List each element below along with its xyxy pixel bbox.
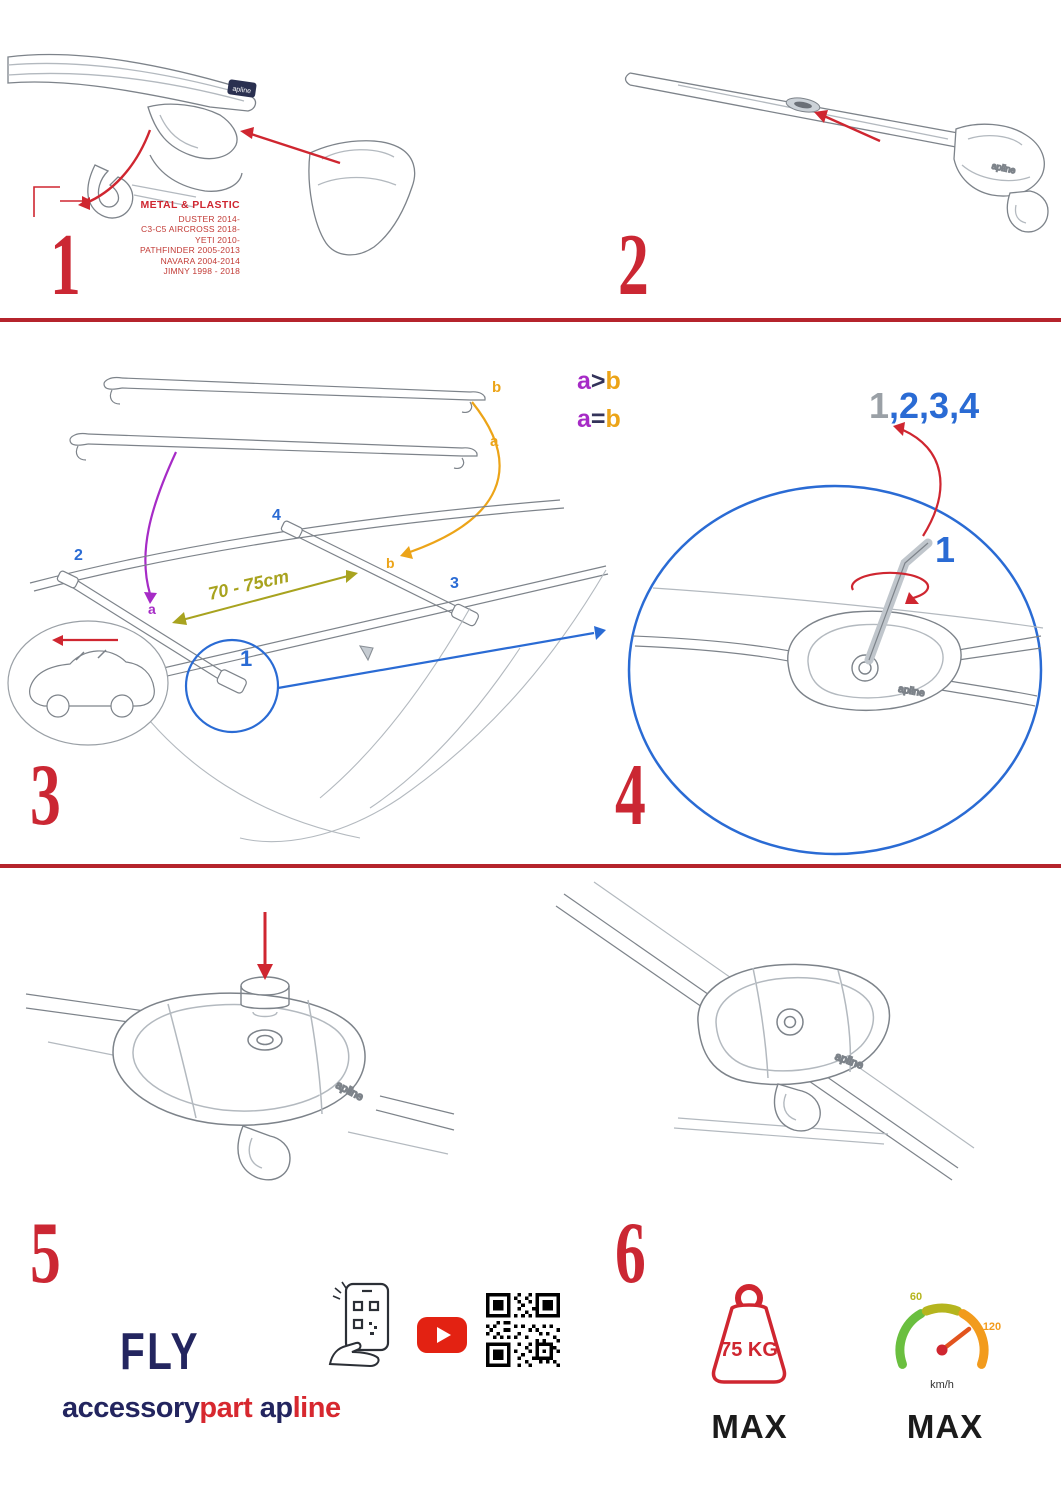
- foot-body: apline: [787, 610, 962, 711]
- crossbar-a: [69, 432, 478, 469]
- weight-value: 75 KG: [720, 1339, 778, 1361]
- brand-part: part: [199, 1392, 253, 1424]
- step5-knob-drawing: apline: [25, 912, 455, 1181]
- model-item: JIMNY 1998 - 2018: [163, 266, 240, 276]
- foot-body: [147, 103, 243, 192]
- mounted-rear-bar: [280, 520, 480, 627]
- sequence-first: 1: [869, 385, 889, 426]
- distance-label: 70 - 75cm: [206, 566, 290, 604]
- brand-logo: accessorypart apline: [62, 1392, 341, 1425]
- crossbar-b: [103, 376, 486, 413]
- model-item: NAVARA 2004-2014: [160, 255, 240, 266]
- mounted-front-bar: [56, 570, 247, 694]
- comparison-line-1: a>b: [577, 362, 621, 400]
- roof-a-label: a: [148, 601, 156, 617]
- speedometer-icon: 60 120 km/h: [895, 1291, 1001, 1391]
- bar-b-label: b: [492, 379, 501, 396]
- position-3-label: 3: [450, 575, 459, 592]
- step4-number: 4: [615, 747, 646, 844]
- compare2-a: a: [577, 405, 591, 433]
- compare1-op: >: [590, 367, 606, 395]
- vehicle-model-list: METAL & PLASTIC DUSTER 2014- C3-C5 AIRCR…: [50, 200, 240, 277]
- car-body-lines: [123, 569, 607, 843]
- compare1-a: a: [577, 367, 591, 395]
- zoom-circle: [627, 484, 1043, 856]
- roof-rail-lines: [632, 587, 1044, 707]
- plastic-cover-piece: [308, 140, 416, 256]
- model-item: C3-C5 AIRCROSS 2018-: [141, 224, 240, 234]
- end-claw: [1006, 190, 1049, 233]
- qr-code: [486, 1293, 560, 1367]
- roof-b-label: b: [386, 555, 395, 571]
- callout-1-label: 1: [935, 529, 955, 570]
- foot-logo-text: apline: [897, 684, 926, 700]
- press-arrow: [257, 912, 273, 980]
- foot-body: apline: [697, 963, 891, 1086]
- compare1-b: b: [605, 367, 621, 395]
- allen-key: [864, 538, 933, 665]
- hand-shape: [328, 1341, 380, 1368]
- sequence-rest: ,2,3,4: [889, 385, 979, 426]
- compare2-b: b: [605, 405, 621, 433]
- position-2-label: 2: [74, 547, 83, 564]
- step1-number: 1: [50, 217, 81, 314]
- position-4-label: 4: [272, 507, 281, 524]
- sequence-arrow: [893, 422, 942, 537]
- foot-body: apline: [112, 992, 366, 1126]
- step1-arrows: [33, 127, 341, 217]
- product-name: FLY: [120, 1323, 200, 1381]
- weight-max-label: MAX: [711, 1408, 788, 1445]
- speed-60-label: 60: [910, 1291, 922, 1303]
- speed-unit-label: km/h: [930, 1379, 954, 1391]
- section-divider-bottom: [0, 864, 1061, 868]
- section-divider-top: [0, 318, 1061, 322]
- guide-arrow-b: [400, 401, 501, 559]
- distance-arrow: 70 - 75cm: [172, 566, 358, 625]
- brand-accessory: accessory: [62, 1392, 200, 1424]
- claw-hook: [237, 1125, 291, 1181]
- scan-phone-icon: [328, 1281, 390, 1368]
- speed-max-label: MAX: [906, 1408, 984, 1445]
- rotation-arrow: [850, 571, 930, 604]
- end-foot: apline: [953, 123, 1045, 197]
- step1-foot-exploded-drawing: apline: [7, 53, 416, 256]
- step3-number: 3: [30, 747, 61, 844]
- knob: [240, 976, 290, 1018]
- brand-line: line: [292, 1392, 341, 1424]
- youtube-icon: [417, 1317, 467, 1353]
- comparison-line-2: a=b: [577, 400, 621, 438]
- guide-arrow-a: [144, 451, 177, 604]
- position-1-label: 1: [240, 646, 252, 671]
- bar-slot: [785, 97, 821, 113]
- step3-roof-layout-drawing: b a: [7, 376, 609, 843]
- bar-logo-text: apline: [232, 86, 252, 96]
- tightening-sequence: 1,2,3,4: [869, 385, 979, 426]
- material-label: METAL & PLASTIC: [140, 199, 240, 211]
- bar-comparison: a>b a=b: [577, 362, 621, 438]
- car-inset: [7, 620, 169, 746]
- step6-mounted-foot-drawing: apline: [555, 881, 975, 1181]
- step5-number: 5: [30, 1205, 61, 1302]
- weight-limit-icon: 75 KG: [711, 1284, 787, 1384]
- foot-callout-circle: 1: [184, 626, 606, 734]
- model-item: DUSTER 2014-: [178, 213, 240, 224]
- model-item: PATHFINDER 2005-2013: [139, 245, 240, 255]
- compare2-op: =: [590, 405, 606, 433]
- step4-tightening-drawing: apline 1,2,3,4 1: [627, 385, 1044, 856]
- step2-number: 2: [618, 217, 649, 314]
- step2-bar-end-drawing: apline: [624, 72, 1049, 233]
- speed-120-label: 120: [983, 1321, 1001, 1333]
- crossbar: [624, 72, 959, 148]
- step6-number: 6: [615, 1205, 646, 1302]
- step2-arrow: [814, 110, 881, 143]
- claw-hook: [87, 164, 197, 219]
- bar-logo-patch: apline: [227, 79, 257, 98]
- crossbar-profile: [7, 53, 257, 112]
- model-item: YETI 2010-: [195, 234, 240, 245]
- claw-hook: [773, 1083, 821, 1132]
- brand-ap: ap: [259, 1392, 293, 1424]
